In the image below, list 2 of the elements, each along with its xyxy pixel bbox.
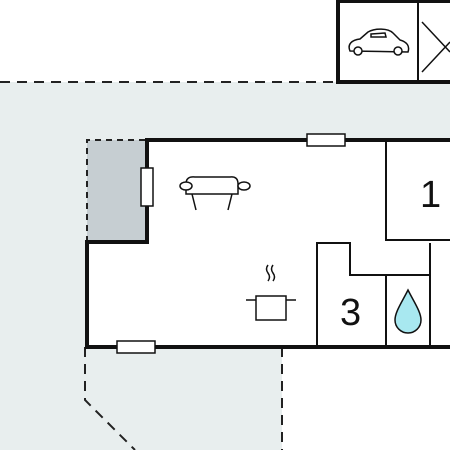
room-number: 3 bbox=[340, 294, 362, 332]
room-number: 1 bbox=[420, 176, 442, 214]
